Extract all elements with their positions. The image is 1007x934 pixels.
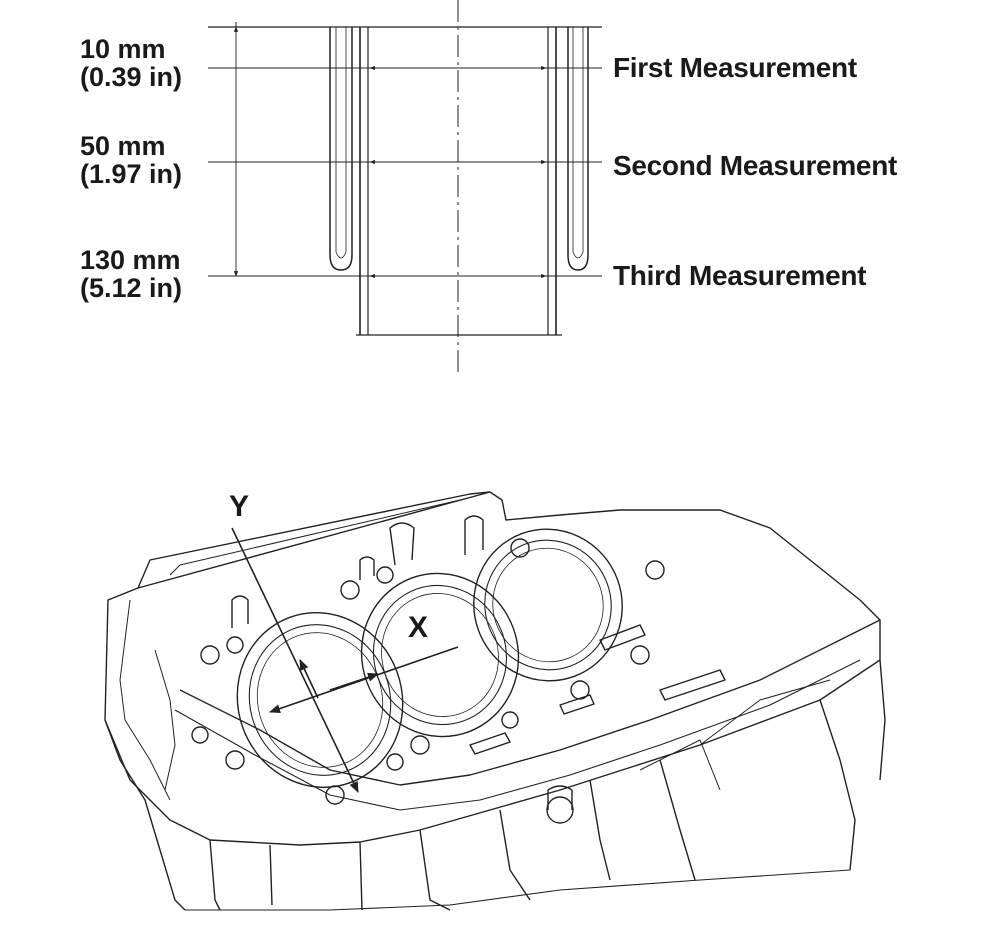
deck-hole xyxy=(501,711,519,729)
coolant-slot xyxy=(659,669,726,701)
block-right-skirt xyxy=(879,659,886,781)
deck-hole xyxy=(200,645,220,665)
deck-hole xyxy=(386,753,404,771)
right-short-sleeve-inner xyxy=(572,27,584,259)
third-measurement-label: Third Measurement xyxy=(613,260,867,291)
deck-lower-edge xyxy=(174,659,861,811)
deck-hole xyxy=(340,580,360,600)
dowel-pin xyxy=(464,515,484,555)
y-axis-line xyxy=(231,527,359,794)
axis-y-label: Y xyxy=(229,490,250,523)
depth-label-second: 50 mm (1.97 in) xyxy=(80,133,182,188)
right-face-rib xyxy=(699,679,831,746)
left-short-sleeve-inner xyxy=(335,27,347,259)
depth-label-first: 10 mm (0.39 in) xyxy=(80,36,182,91)
depth-first-in: (0.39 in) xyxy=(80,62,183,92)
dowel-pin xyxy=(359,556,375,580)
deck-hole xyxy=(226,636,244,654)
dowel-pin xyxy=(231,595,249,628)
coolant-slot xyxy=(599,624,646,651)
bore-3-liner xyxy=(492,547,604,663)
deck-hole xyxy=(510,538,530,558)
deck-front-edge xyxy=(179,619,881,786)
bore-3-inner xyxy=(484,539,612,671)
coolant-slot xyxy=(469,732,511,755)
depth-second-mm: 50 mm xyxy=(80,131,166,161)
depth-first-mm: 10 mm xyxy=(80,34,166,64)
right-face-rib xyxy=(639,739,721,791)
right-short-sleeve xyxy=(567,27,589,271)
axis-x-label: X xyxy=(408,611,429,644)
lower-rib xyxy=(819,699,856,871)
deck-hole xyxy=(645,560,665,580)
lower-rib xyxy=(589,779,611,881)
left-short-sleeve xyxy=(329,27,353,271)
bore-2-liner xyxy=(381,593,499,717)
first-measurement-label: First Measurement xyxy=(613,52,857,83)
x-axis-arrow-head xyxy=(329,672,380,691)
deck-hole xyxy=(410,735,430,755)
depth-third-in: (5.12 in) xyxy=(80,273,183,303)
block-back-edge xyxy=(137,491,491,589)
bore-3-outer xyxy=(473,528,623,682)
lower-rib xyxy=(209,839,221,911)
block-bottom-edge xyxy=(185,869,851,911)
cylinder-section-drawing xyxy=(208,0,602,372)
depth-second-in: (1.97 in) xyxy=(80,159,183,189)
oil-pipe xyxy=(389,522,415,566)
deck-hole xyxy=(325,785,345,805)
block-left-rib xyxy=(119,599,171,801)
second-measurement-label: Second Measurement xyxy=(613,150,898,181)
lower-rib xyxy=(359,841,363,911)
lower-rib xyxy=(419,829,451,911)
bore-2-outer xyxy=(360,572,520,738)
lower-rib xyxy=(499,809,531,901)
block-back-inner xyxy=(169,499,461,576)
deck-hole xyxy=(630,645,650,665)
bore-1-outer xyxy=(236,611,404,789)
deck-hole xyxy=(225,750,245,770)
y-axis-arrow-head xyxy=(299,658,319,699)
rear-stud-body xyxy=(547,785,573,810)
rear-stud xyxy=(546,796,574,824)
coolant-slot xyxy=(559,694,595,715)
lower-rib xyxy=(659,759,696,881)
depth-label-third: 130 mm (5.12 in) xyxy=(80,247,182,302)
deck-hole xyxy=(191,726,209,744)
deck-hole xyxy=(376,566,394,584)
depth-third-mm: 130 mm xyxy=(80,245,181,275)
lower-rib xyxy=(269,844,273,906)
block-left-rib-2 xyxy=(154,649,176,791)
block-left-skirt xyxy=(104,719,186,911)
